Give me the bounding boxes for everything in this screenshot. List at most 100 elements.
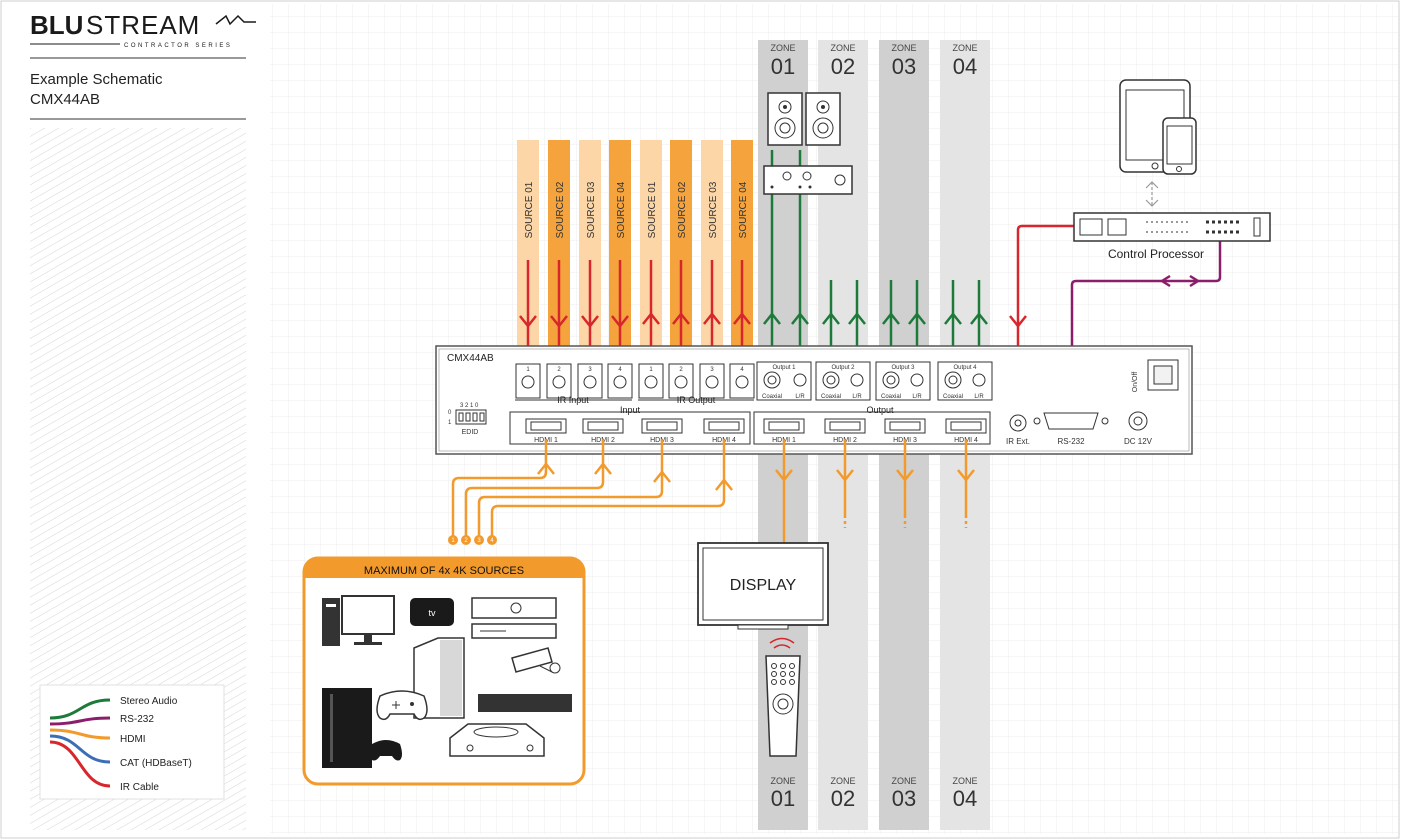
- ir-port-number: 1: [649, 367, 653, 373]
- ir-port[interactable]: [607, 363, 633, 399]
- source-marker-number: 1: [451, 538, 455, 544]
- ir-port[interactable]: [729, 363, 755, 399]
- brand-logo-bold: BLU: [30, 10, 83, 40]
- audio-output-port[interactable]: [875, 361, 931, 401]
- hdmi-input-port[interactable]: [641, 418, 683, 434]
- control-processor-device[interactable]: [1073, 212, 1271, 242]
- hdmi-input-port[interactable]: [525, 418, 567, 434]
- input-group-label: Input: [620, 405, 641, 415]
- remote-control-icon: [765, 637, 801, 757]
- blu-ray-player-icon: [471, 623, 557, 639]
- dc-power-port[interactable]: [1128, 411, 1148, 431]
- legend-swatch-cat: [49, 734, 111, 764]
- ir-port-number: 2: [557, 367, 561, 373]
- ir-port[interactable]: [515, 363, 541, 399]
- edid-dip-switch[interactable]: [455, 409, 487, 425]
- hdmi-output-port[interactable]: [945, 418, 987, 434]
- legend-label: IR Cable: [120, 782, 159, 793]
- zone-word: ZONE: [891, 43, 916, 53]
- source-label: SOURCE 03: [708, 181, 719, 238]
- ir-port[interactable]: [577, 363, 603, 399]
- source-label: SOURCE 01: [647, 181, 658, 238]
- brand-arrow-icon: [215, 14, 256, 26]
- zone-number: 02: [831, 786, 855, 811]
- coaxial-label: Coaxial: [762, 394, 782, 400]
- audio-output-port[interactable]: [815, 361, 871, 401]
- ir-output-label: IR Output: [677, 395, 716, 405]
- ir-port-number: 3: [588, 367, 592, 373]
- rs232-cable: [1070, 224, 1240, 410]
- source-label: SOURCE 02: [555, 181, 566, 238]
- zone-number: 01: [771, 786, 795, 811]
- edid-level: 0: [448, 410, 452, 416]
- ir-port[interactable]: [668, 363, 694, 399]
- ir-port[interactable]: [699, 363, 725, 399]
- ir-port-number: 1: [526, 367, 530, 373]
- zone-number: 04: [953, 786, 977, 811]
- gamepad-icon: [376, 690, 428, 721]
- set-top-box-icon: [471, 597, 557, 619]
- audio-output-label: Output 4: [953, 365, 977, 371]
- hdmi-input-port[interactable]: [582, 418, 624, 434]
- ir-input-label: IR Input: [557, 395, 589, 405]
- zone-number: 03: [892, 54, 916, 79]
- rs232-label: RS-232: [1057, 437, 1085, 446]
- legend-swatch-hdmi: [49, 728, 111, 740]
- device-model: CMX44AB: [447, 353, 494, 364]
- ir-port-number: 2: [679, 367, 683, 373]
- svg-text:tv: tv: [428, 608, 436, 618]
- audio-output-port[interactable]: [756, 361, 812, 401]
- audio-output-port[interactable]: [937, 361, 993, 401]
- audio-output-label: Output 3: [891, 365, 915, 371]
- zone-word: ZONE: [770, 776, 795, 786]
- game-console-icon: [322, 688, 372, 768]
- source-label: SOURCE 04: [616, 181, 627, 238]
- edid-bits: 3 2 1 0: [460, 403, 479, 409]
- source-label: SOURCE 03: [586, 181, 597, 238]
- wireless-link-icon: [1145, 181, 1159, 207]
- hdmi-output-cables: [775, 440, 975, 545]
- legend-swatch-audio: [49, 698, 111, 720]
- power-switch[interactable]: [1147, 359, 1179, 391]
- zone-word: ZONE: [891, 776, 916, 786]
- projector-icon: [449, 723, 545, 757]
- zone-number: 01: [771, 54, 795, 79]
- phone-icon: [1162, 117, 1197, 175]
- ir-port-number: 4: [740, 367, 744, 373]
- power-label: On/Off: [1132, 372, 1139, 393]
- zone-number: 02: [831, 54, 855, 79]
- source-marker-number: 3: [477, 538, 481, 544]
- brand-logo-thin: STREAM: [86, 10, 200, 40]
- ir-port-number: 3: [710, 367, 714, 373]
- hdmi-output-port[interactable]: [884, 418, 926, 434]
- output-group-label: Output: [866, 405, 894, 415]
- edid-level: 1: [448, 420, 452, 426]
- ir-ext-label: IR Ext.: [1006, 437, 1030, 446]
- zone-number: 04: [953, 54, 977, 79]
- legend-swatch-ir: [49, 740, 111, 788]
- edid-label: EDID: [462, 429, 479, 436]
- security-camera-icon: [511, 647, 561, 674]
- dc-label: DC 12V: [1124, 437, 1153, 446]
- hdmi-output-port[interactable]: [763, 418, 805, 434]
- sources-box-title: MAXIMUM OF 4x 4K SOURCES: [364, 565, 524, 577]
- audio-output-label: Output 2: [831, 365, 855, 371]
- zone-number: 03: [892, 786, 916, 811]
- ir-port[interactable]: [546, 363, 572, 399]
- lr-label: L/R: [974, 394, 984, 400]
- source-bars: SOURCE 01 SOURCE 02 SOURCE 03 SOURCE 04 …: [517, 140, 753, 365]
- hdmi-input-port[interactable]: [703, 418, 745, 434]
- rs232-port[interactable]: [1033, 412, 1109, 430]
- speaker-icon: [805, 92, 841, 146]
- coaxial-label: Coaxial: [821, 394, 841, 400]
- hdmi-output-port[interactable]: [824, 418, 866, 434]
- source-label: SOURCE 02: [677, 181, 688, 238]
- zone-word: ZONE: [830, 43, 855, 53]
- ir-ext-port[interactable]: [1009, 414, 1027, 432]
- soundbar-icon: [478, 694, 572, 712]
- ir-port[interactable]: [638, 363, 664, 399]
- hdmi-source-cables: [451, 440, 733, 540]
- schematic-model: CMX44AB: [30, 91, 100, 108]
- legend-swatch-rs232: [49, 716, 111, 726]
- source-label: SOURCE 04: [738, 181, 749, 238]
